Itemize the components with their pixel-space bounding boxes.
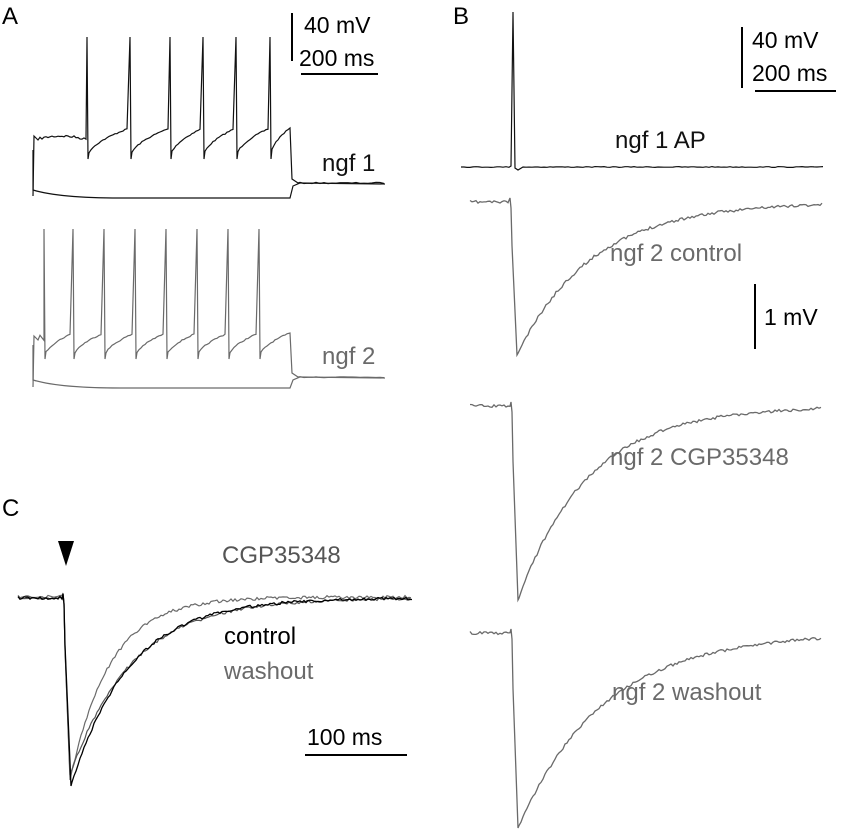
label-c-control: control (224, 623, 296, 650)
label-ngf1-ap: ngf 1 AP (615, 127, 706, 154)
panel-a: 40 mV 200 ms ngf 1 ngf 2 (32, 12, 386, 389)
trace-ngf2-spikes (32, 228, 385, 388)
panel-b: 40 mV 200 ms ngf 1 AP ngf 2 control 1 mV… (461, 11, 836, 829)
trace-ngf2-control (469, 197, 823, 358)
label-ngf2-cgp35348: ngf 2 CGP35348 (610, 444, 789, 471)
panel-letter-a: A (2, 3, 18, 30)
scale-label-b-voltage: 40 mV (752, 27, 819, 53)
trace-c-control (17, 593, 412, 787)
label-c-cgp35348: CGP35348 (222, 542, 341, 569)
stimulus-arrowhead-icon (58, 541, 74, 566)
panel-c: CGP35348 control washout 100 ms (17, 541, 412, 787)
label-ngf2-washout: ngf 2 washout (612, 679, 762, 706)
scale-label-a-voltage: 40 mV (304, 12, 371, 38)
label-ngf2-control: ngf 2 control (610, 240, 742, 267)
trace-c-cgp35348 (17, 592, 412, 781)
scale-label-b-1mv: 1 mV (764, 304, 818, 330)
panel-letter-c: C (2, 495, 19, 522)
label-c-washout: washout (223, 658, 314, 685)
scale-label-b-time: 200 ms (752, 60, 827, 86)
trace-ngf1-spikes (32, 36, 385, 197)
label-ngf2: ngf 2 (322, 343, 375, 370)
trace-ngf1-hyperpolarized (32, 150, 386, 199)
trace-ngf2-cgp35348 (469, 401, 822, 603)
panel-letter-b: B (453, 3, 469, 30)
scale-label-a-time: 200 ms (299, 45, 374, 71)
trace-ngf2-washout (469, 628, 822, 829)
label-ngf1: ngf 1 (322, 150, 375, 177)
scale-label-c-time: 100 ms (307, 724, 382, 750)
trace-ngf2-hyperpolarized (32, 345, 386, 389)
trace-ngf1-ap (461, 11, 824, 171)
